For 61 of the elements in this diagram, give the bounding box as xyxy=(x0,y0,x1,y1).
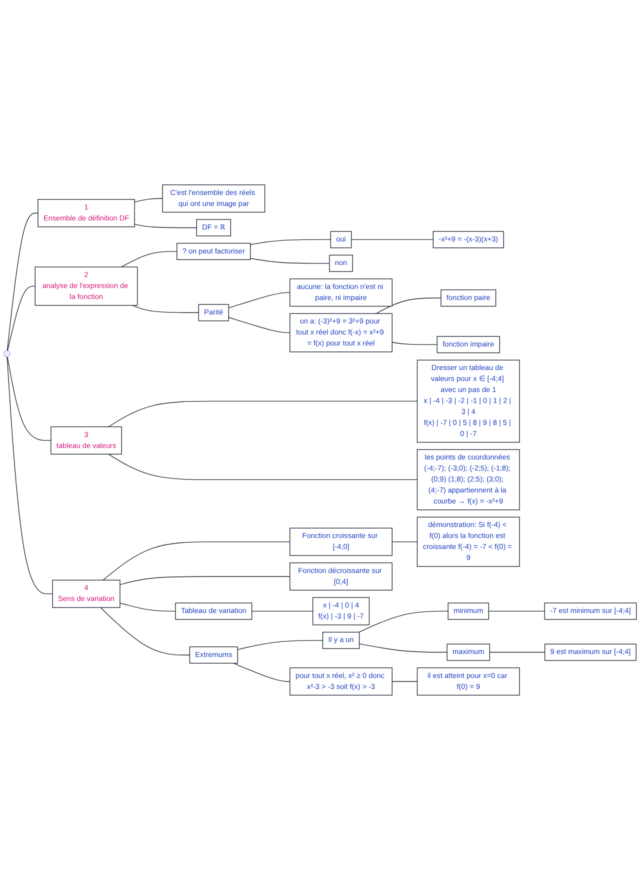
connector xyxy=(7,356,52,441)
connector xyxy=(358,643,448,653)
node-box xyxy=(290,562,392,591)
node-box xyxy=(416,360,520,443)
connector xyxy=(251,610,314,612)
node-box xyxy=(416,449,520,510)
node-box xyxy=(52,580,120,608)
node-box xyxy=(189,646,238,664)
connector xyxy=(488,610,545,612)
node-box xyxy=(544,644,636,661)
node-box xyxy=(162,184,266,213)
connector xyxy=(6,356,53,594)
node-box xyxy=(440,289,496,307)
node-box xyxy=(446,644,490,661)
node-box xyxy=(290,278,392,307)
node-box xyxy=(290,667,392,696)
node-box xyxy=(329,254,353,272)
node-box xyxy=(330,231,352,248)
node-box xyxy=(34,266,138,306)
node-box xyxy=(436,336,500,354)
node-box xyxy=(290,528,392,556)
node-box xyxy=(176,242,251,260)
node-box xyxy=(432,231,504,248)
connector xyxy=(351,239,434,240)
connector xyxy=(7,286,36,351)
connector xyxy=(100,607,190,656)
connector xyxy=(392,541,418,542)
connector xyxy=(250,258,330,264)
node-box xyxy=(448,602,490,620)
node-box xyxy=(312,597,370,626)
node-box xyxy=(322,632,360,649)
connector xyxy=(132,304,199,313)
node-box xyxy=(50,426,122,454)
connector xyxy=(233,662,290,682)
connector xyxy=(121,251,178,268)
connector xyxy=(250,239,331,245)
node-box xyxy=(38,199,135,228)
connector xyxy=(489,652,546,653)
connector xyxy=(392,681,418,682)
node-box xyxy=(416,516,520,567)
connector xyxy=(134,198,163,202)
connector xyxy=(102,541,290,580)
node-circle xyxy=(3,350,10,358)
node-box xyxy=(416,667,520,696)
node-box xyxy=(196,219,231,236)
connector xyxy=(108,400,418,428)
connector xyxy=(376,298,442,314)
connector xyxy=(120,576,290,585)
connector xyxy=(120,602,176,612)
connector xyxy=(392,342,438,345)
node-box xyxy=(290,313,392,352)
connector xyxy=(6,212,38,351)
node-box xyxy=(198,304,229,322)
node-box xyxy=(175,602,252,620)
connector xyxy=(134,224,197,228)
connector xyxy=(358,610,448,633)
connector xyxy=(237,640,324,650)
node-box xyxy=(544,602,637,620)
connector xyxy=(108,454,418,480)
connector xyxy=(228,317,290,334)
connector xyxy=(228,292,290,308)
